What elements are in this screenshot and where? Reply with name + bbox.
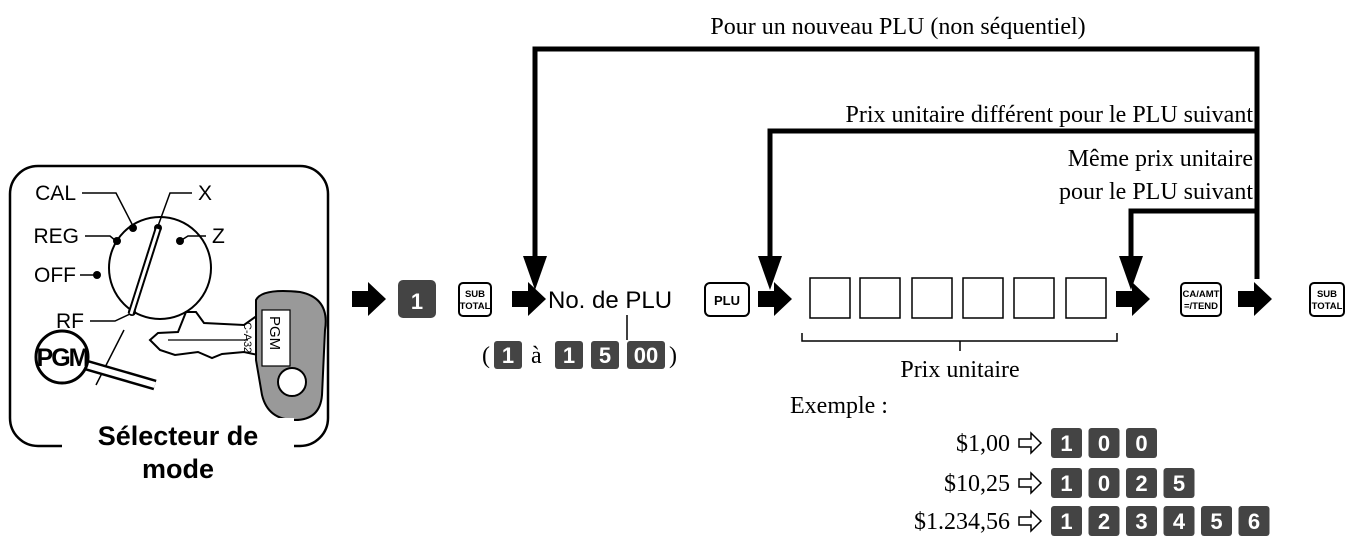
example-key xyxy=(1051,506,1082,536)
loop-different-price-label: Prix unitaire différent pour le PLU suiv… xyxy=(846,102,1254,128)
plu-number-label: No. de PLU xyxy=(548,287,672,314)
svg-text:): ) xyxy=(669,343,677,369)
example-key xyxy=(1163,468,1195,498)
key-1-label: 1 xyxy=(411,289,423,314)
svg-text:=/TEND: =/TEND xyxy=(1184,301,1218,312)
svg-text:CA/AMT: CA/AMT xyxy=(1183,289,1220,300)
example-key xyxy=(1088,506,1120,536)
loop-same-price-line1: Même prix unitaire xyxy=(1068,146,1253,172)
example-key-label: 2 xyxy=(1098,509,1110,534)
unit-price-caption: Prix unitaire xyxy=(900,357,1019,383)
svg-text:(: ( xyxy=(482,343,490,369)
svg-text:SUB: SUB xyxy=(465,289,485,300)
plu-range: ( 1 à 1 5 00 ) xyxy=(482,341,677,369)
example-key xyxy=(1051,468,1082,498)
example-key-label: 2 xyxy=(1135,471,1147,496)
example-key xyxy=(1088,428,1120,458)
loop-same-price-line2: pour le PLU suivant xyxy=(1059,179,1253,205)
selector-caption-line2: mode xyxy=(142,454,214,484)
example-key-label: 0 xyxy=(1135,431,1147,456)
example-key xyxy=(1126,428,1157,458)
example-key xyxy=(1126,468,1157,498)
example-key xyxy=(1201,506,1232,536)
flow-arrows xyxy=(352,282,1272,316)
position-off: OFF xyxy=(34,264,76,287)
position-reg: REG xyxy=(33,225,79,248)
position-x: X xyxy=(198,182,212,205)
subtotal-key: SUB TOTAL xyxy=(458,282,492,317)
svg-text:00: 00 xyxy=(634,343,658,368)
example-title: Exemple : xyxy=(790,393,888,419)
example-key-label: 0 xyxy=(1098,431,1110,456)
pgm-label: PGM xyxy=(37,344,89,372)
pgm-magnifier: PGM xyxy=(34,329,157,391)
example-key xyxy=(1051,428,1082,458)
example-key xyxy=(1088,468,1120,498)
example-key-label: 0 xyxy=(1098,471,1110,496)
svg-text:à: à xyxy=(531,343,542,369)
example-key-label: 4 xyxy=(1173,509,1186,534)
ca-amt-tend-key: CA/AMT =/TEND xyxy=(1180,282,1222,317)
key-code-label: C-A32 xyxy=(241,322,253,353)
svg-text:PLU: PLU xyxy=(714,293,740,308)
example-key-label: 3 xyxy=(1135,509,1147,534)
svg-text:5: 5 xyxy=(599,343,611,368)
svg-text:TOTAL: TOTAL xyxy=(460,301,491,312)
selector-caption-line1: Sélecteur de xyxy=(98,421,259,451)
unit-price-boxes xyxy=(809,277,1107,319)
example-amount: $10,25 xyxy=(944,471,1010,497)
plu-key: PLU xyxy=(704,282,750,317)
outline-arrow-icon xyxy=(1018,471,1043,495)
example-key xyxy=(1126,506,1157,536)
example-amount: $1,00 xyxy=(956,431,1010,457)
svg-text:TOTAL: TOTAL xyxy=(1312,301,1343,312)
example-key xyxy=(1163,506,1195,536)
example-amount: $1.234,56 xyxy=(914,509,1010,535)
svg-text:1: 1 xyxy=(502,343,514,368)
position-rf: RF xyxy=(56,310,84,333)
example-key-label: 5 xyxy=(1173,471,1185,496)
mode-selector-panel: CAL X REG Z OFF RF PGM PGM C-A32 Sélecte… xyxy=(8,164,330,488)
svg-text:SUB: SUB xyxy=(1317,289,1337,300)
key-1 xyxy=(398,280,436,318)
position-z: Z xyxy=(212,225,225,248)
end-subtotal-key: SUB TOTAL xyxy=(1309,282,1345,317)
svg-text:1: 1 xyxy=(563,343,575,368)
example-key-label: 1 xyxy=(1060,431,1072,456)
position-cal: CAL xyxy=(35,182,76,205)
loop-new-plu-label: Pour un nouveau PLU (non séquentiel) xyxy=(710,14,1085,40)
outline-arrow-icon xyxy=(1018,431,1043,455)
example-key-label: 6 xyxy=(1248,509,1260,534)
example-key-label: 1 xyxy=(1060,471,1072,496)
example-key-label: 5 xyxy=(1210,509,1222,534)
loop-lines xyxy=(532,46,1260,279)
outline-arrow-icon xyxy=(1018,509,1043,533)
key-pgm-label: PGM xyxy=(266,316,283,350)
example-key xyxy=(1238,506,1270,536)
example-key-label: 1 xyxy=(1060,509,1072,534)
pgm-key-icon: PGM C-A32 xyxy=(148,290,327,422)
